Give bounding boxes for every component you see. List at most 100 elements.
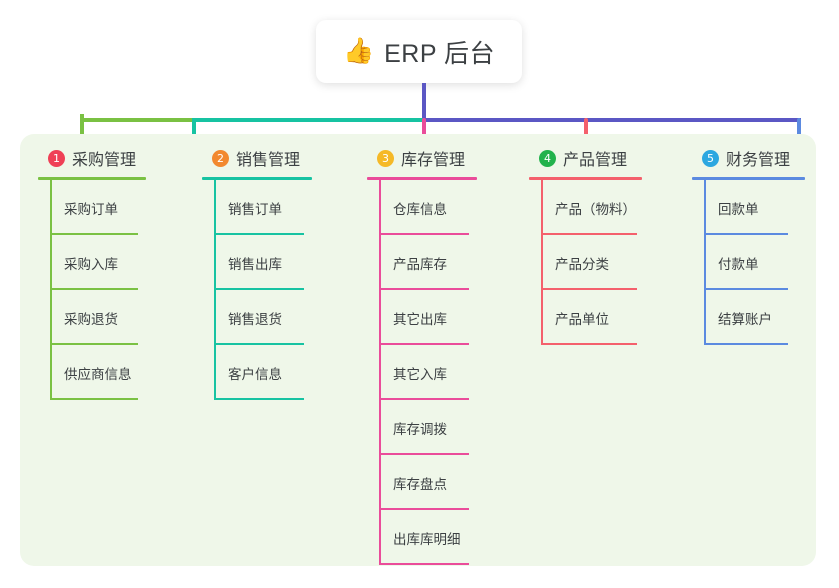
leaf-node[interactable]: 供应商信息 — [38, 345, 146, 400]
leaf-node[interactable]: 付款单 — [692, 235, 805, 290]
leaf-node-rule — [704, 343, 788, 345]
branch-column-2: 2 销售管理销售订单销售出库销售退货客户信息 — [202, 146, 312, 400]
branch-header-2[interactable]: 2 销售管理 — [202, 146, 312, 170]
leaf-node-rule — [541, 233, 637, 235]
leaf-node[interactable]: 产品分类 — [529, 235, 642, 290]
branch-number-badge: 4 — [539, 149, 556, 167]
leaf-node-rule — [50, 343, 138, 345]
branch-column-3: 3 库存管理仓库信息产品库存其它出库其它入库库存调拨库存盘点出库库明细 — [367, 146, 477, 565]
branch-spine — [379, 180, 381, 565]
leaf-node-rule — [214, 288, 304, 290]
root-node-erp-backend[interactable]: 👍 ERP 后台 — [316, 20, 522, 83]
leaf-node[interactable]: 销售出库 — [202, 235, 312, 290]
leaf-node-label: 销售订单 — [228, 202, 282, 217]
branch-header-3[interactable]: 3 库存管理 — [367, 146, 477, 170]
leaf-node-label: 库存调拨 — [393, 422, 447, 437]
branch-leaf-list: 仓库信息产品库存其它出库其它入库库存调拨库存盘点出库库明细 — [367, 180, 477, 565]
branch-header-rule — [38, 177, 146, 180]
leaf-node[interactable]: 产品（物料） — [529, 180, 642, 235]
branch-title: 财务管理 — [726, 152, 791, 169]
leaf-node-label: 客户信息 — [228, 367, 282, 382]
leaf-node[interactable]: 其它出库 — [367, 290, 477, 345]
branch-number-badge: 2 — [212, 149, 229, 167]
leaf-node[interactable]: 采购入库 — [38, 235, 146, 290]
leaf-node[interactable]: 结算账户 — [692, 290, 805, 345]
leaf-node[interactable]: 其它入库 — [367, 345, 477, 400]
branch-header-rule — [367, 177, 477, 180]
leaf-node-label: 其它入库 — [393, 367, 447, 382]
leaf-node-rule — [50, 233, 138, 235]
leaf-node[interactable]: 库存盘点 — [367, 455, 477, 510]
branch-spine — [704, 180, 706, 345]
branch-title: 库存管理 — [401, 152, 466, 169]
branch-column-1: 1 采购管理采购订单采购入库采购退货供应商信息 — [38, 146, 146, 400]
branch-spine — [541, 180, 543, 345]
leaf-node-rule — [214, 233, 304, 235]
leaf-node-rule — [379, 508, 469, 510]
branch-column-5: 5 财务管理回款单付款单结算账户 — [692, 146, 805, 345]
leaf-node-rule — [541, 288, 637, 290]
leaf-node-rule — [541, 343, 637, 345]
leaf-node[interactable]: 销售订单 — [202, 180, 312, 235]
branch-spine — [214, 180, 216, 400]
branch-column-4: 4 产品管理产品（物料） 产品分类产品单位 — [529, 146, 642, 345]
branch-number-badge: 1 — [48, 149, 65, 167]
branch-header-5[interactable]: 5 财务管理 — [692, 146, 805, 170]
branch-title: 采购管理 — [72, 152, 137, 169]
leaf-node-rule — [704, 233, 788, 235]
branch-number-badge: 3 — [377, 149, 394, 167]
branch-leaf-list: 产品（物料） 产品分类产品单位 — [529, 180, 642, 345]
leaf-node-label: 产品库存 — [393, 257, 447, 272]
leaf-node[interactable]: 销售退货 — [202, 290, 312, 345]
leaf-node[interactable]: 产品库存 — [367, 235, 477, 290]
leaf-node[interactable]: 出库库明细 — [367, 510, 477, 565]
leaf-node-label: 供应商信息 — [64, 367, 132, 382]
branch-header-rule — [692, 177, 805, 180]
branch-header-rule — [202, 177, 312, 180]
leaf-node[interactable]: 采购订单 — [38, 180, 146, 235]
branch-header-4[interactable]: 4 产品管理 — [529, 146, 642, 170]
branch-header-rule — [529, 177, 642, 180]
branch-spine — [50, 180, 52, 400]
leaf-node-label: 回款单 — [718, 202, 759, 217]
leaf-node[interactable]: 客户信息 — [202, 345, 312, 400]
leaf-node-label: 采购入库 — [64, 257, 118, 272]
leaf-node-rule — [704, 288, 788, 290]
leaf-node-label: 采购订单 — [64, 202, 118, 217]
leaf-node[interactable]: 采购退货 — [38, 290, 146, 345]
leaf-node-rule — [379, 343, 469, 345]
leaf-node-rule — [379, 398, 469, 400]
leaf-node-label: 出库库明细 — [393, 532, 461, 547]
content-panel — [20, 134, 816, 566]
leaf-node[interactable]: 产品单位 — [529, 290, 642, 345]
leaf-node-label: 销售退货 — [228, 312, 282, 327]
leaf-node-rule — [379, 288, 469, 290]
branch-title: 产品管理 — [563, 152, 628, 169]
branch-leaf-list: 回款单付款单结算账户 — [692, 180, 805, 345]
leaf-node-rule — [379, 563, 469, 565]
leaf-node[interactable]: 仓库信息 — [367, 180, 477, 235]
branch-leaf-list: 销售订单销售出库销售退货客户信息 — [202, 180, 312, 400]
leaf-node-rule — [50, 398, 138, 400]
leaf-node-label: 采购退货 — [64, 312, 118, 327]
leaf-node-label: 销售出库 — [228, 257, 282, 272]
branch-number-badge: 5 — [702, 149, 719, 167]
leaf-node-label: 其它出库 — [393, 312, 447, 327]
leaf-node-rule — [214, 343, 304, 345]
leaf-node[interactable]: 库存调拨 — [367, 400, 477, 455]
leaf-node-rule — [379, 233, 469, 235]
leaf-node[interactable]: 回款单 — [692, 180, 805, 235]
leaf-node-rule — [379, 453, 469, 455]
branch-header-1[interactable]: 1 采购管理 — [38, 146, 146, 170]
leaf-node-rule — [214, 398, 304, 400]
leaf-node-label: 付款单 — [718, 257, 759, 272]
leaf-node-label: 产品分类 — [555, 257, 609, 272]
leaf-node-label: 仓库信息 — [393, 202, 447, 217]
leaf-node-label: 产品（物料） — [555, 202, 636, 217]
leaf-node-label: 库存盘点 — [393, 477, 447, 492]
branch-title: 销售管理 — [236, 152, 301, 169]
leaf-node-rule — [50, 288, 138, 290]
thumbs-up-icon: 👍 — [342, 37, 375, 65]
